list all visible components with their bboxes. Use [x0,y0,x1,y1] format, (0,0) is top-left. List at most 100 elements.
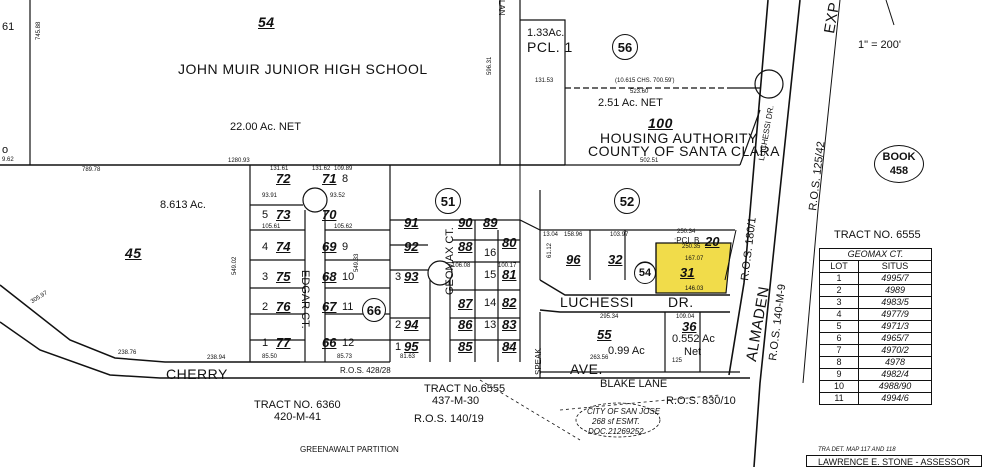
lot-number: 82 [502,295,517,310]
dim-131-61: 131.61 [270,166,289,172]
lot-number: 85 [458,339,473,354]
table-cell-lot: 2 [819,284,859,297]
dim-167-07: 167.07 [685,256,704,262]
dim-125: 125 [672,358,683,364]
lot-index: 10 [342,271,355,283]
book-reference: BOOK 458 [874,145,924,183]
p100-area: 2.51 Ac. NET [598,97,663,109]
dim-1280-93: 1280.93 [228,158,250,164]
lot-number: 92 [404,239,419,254]
lot-number: 66 [322,335,337,350]
lot-index: 16 [484,247,497,259]
table-cell-situs: 4988/90 [858,380,932,393]
lot-index: 8 [342,173,349,185]
table-cell-situs: 4994/6 [858,392,932,405]
table-cell-lot: 11 [819,392,859,405]
parcel-circle-54: 54 [634,262,656,284]
lot-index: 12 [342,337,355,349]
parcel-45-area: 8.613 Ac. [160,199,206,211]
table-cell-lot: 10 [819,380,859,393]
lot-index: 9 [342,241,349,253]
dim-105-61: 105.61 [262,224,281,230]
lot-number: 75 [276,269,291,284]
lot-index: 5 [262,209,269,221]
table-cell-lot: 8 [819,356,859,369]
street-edgar-ct: EDGAR CT. [299,270,311,329]
lot-number: 70 [322,207,337,222]
book-line1: BOOK [882,151,916,163]
easement-line2: 268 sf ESMT. [592,417,640,426]
lot-index: 2 [262,301,269,313]
tract-6360-label: TRACT NO. 6360 [254,399,341,411]
street-ave: AVE. [570,361,603,377]
table-cell-situs: 4965/7 [858,332,932,345]
dim-596-31: 596.31 [487,56,493,75]
parcel-54-area: 22.00 Ac. NET [230,121,301,133]
ros-830-10: R.O.S. 830/10 [666,395,736,407]
dim-238-94: 238.94 [207,355,226,361]
lot-number: 83 [502,317,517,332]
lot-number: 77 [276,335,291,350]
street-speak: SPEAK [534,348,543,375]
dim-789-78: 789.78 [82,167,101,173]
lot-index: 1 [262,337,269,349]
table-cell-situs: 4978 [858,356,932,369]
dim-o: o [2,144,9,156]
lot-number: 86 [458,317,473,332]
book-line2: 458 [889,165,909,177]
county-label: COUNTY OF SANTA CLARA [588,143,781,159]
almaden-expressway-right-far [802,0,841,384]
p100-dim-top2: 523.60 [630,89,649,95]
lot-number: 90 [458,215,473,230]
parcel-55: 55 [597,327,612,342]
table-cell-situs: 4989 [858,284,932,297]
dim-61: 61 [2,21,15,33]
parcel-96: 96 [566,252,581,267]
p100-dim-top: (10.615 CHS. 700.59') [615,78,675,84]
parcel-circle-56: 56 [612,34,638,60]
parcel-32: 32 [608,252,623,267]
dim-109-04: 109.04 [676,314,695,320]
parcel-circle-52: 52 [614,188,640,214]
parcel-20: 20 [705,234,720,249]
lot-number: 76 [276,299,291,314]
parcel-number-45: 45 [125,245,142,261]
housing-authority-label: HOUSING AUTHORITY [600,130,758,146]
dim-92: 92 [506,345,513,351]
almaden-expressway-edge-right [753,0,801,467]
lot-index: 15 [484,269,497,281]
lot-index: 2 [395,319,402,331]
parcel-circle-51: 51 [435,188,461,214]
dim-61-12: 61.12 [547,242,553,258]
pcl1-name: PCL. 1 [527,39,573,55]
lot-number: 71 [322,171,337,186]
dim-105-62: 105.62 [334,224,353,230]
easement-line3: DOC.21269252 [588,427,644,436]
street-blake-lane: BLAKE LANE [600,378,668,390]
lot-number: 88 [458,239,473,254]
street-lane: LAN [497,0,506,16]
parcel-number-54: 54 [258,14,275,30]
tract-6555-ref: 437-M-30 [432,395,480,407]
dim-103-97: 103.97 [610,232,629,238]
dim-85-50: 85.50 [262,354,278,360]
parcel-number-100: 100 [648,115,673,131]
lot-number: 91 [404,215,419,230]
lot-number: 73 [276,207,291,222]
table-cell-lot: 3 [819,296,859,309]
tra-det-map-note: TRA DET. MAP 117 AND 118 [818,447,896,453]
street-luchessi-dr: DR. [668,294,694,310]
table-header-lot: LOT [819,260,859,273]
lot-number: 87 [458,296,473,311]
ros-428-28: R.O.S. 428/28 [340,366,391,375]
parcel-36-area: 0.552 Ac [672,333,715,345]
dim-106-08: 106.08 [452,263,471,269]
table-cell-situs: 4971/3 [858,320,932,333]
